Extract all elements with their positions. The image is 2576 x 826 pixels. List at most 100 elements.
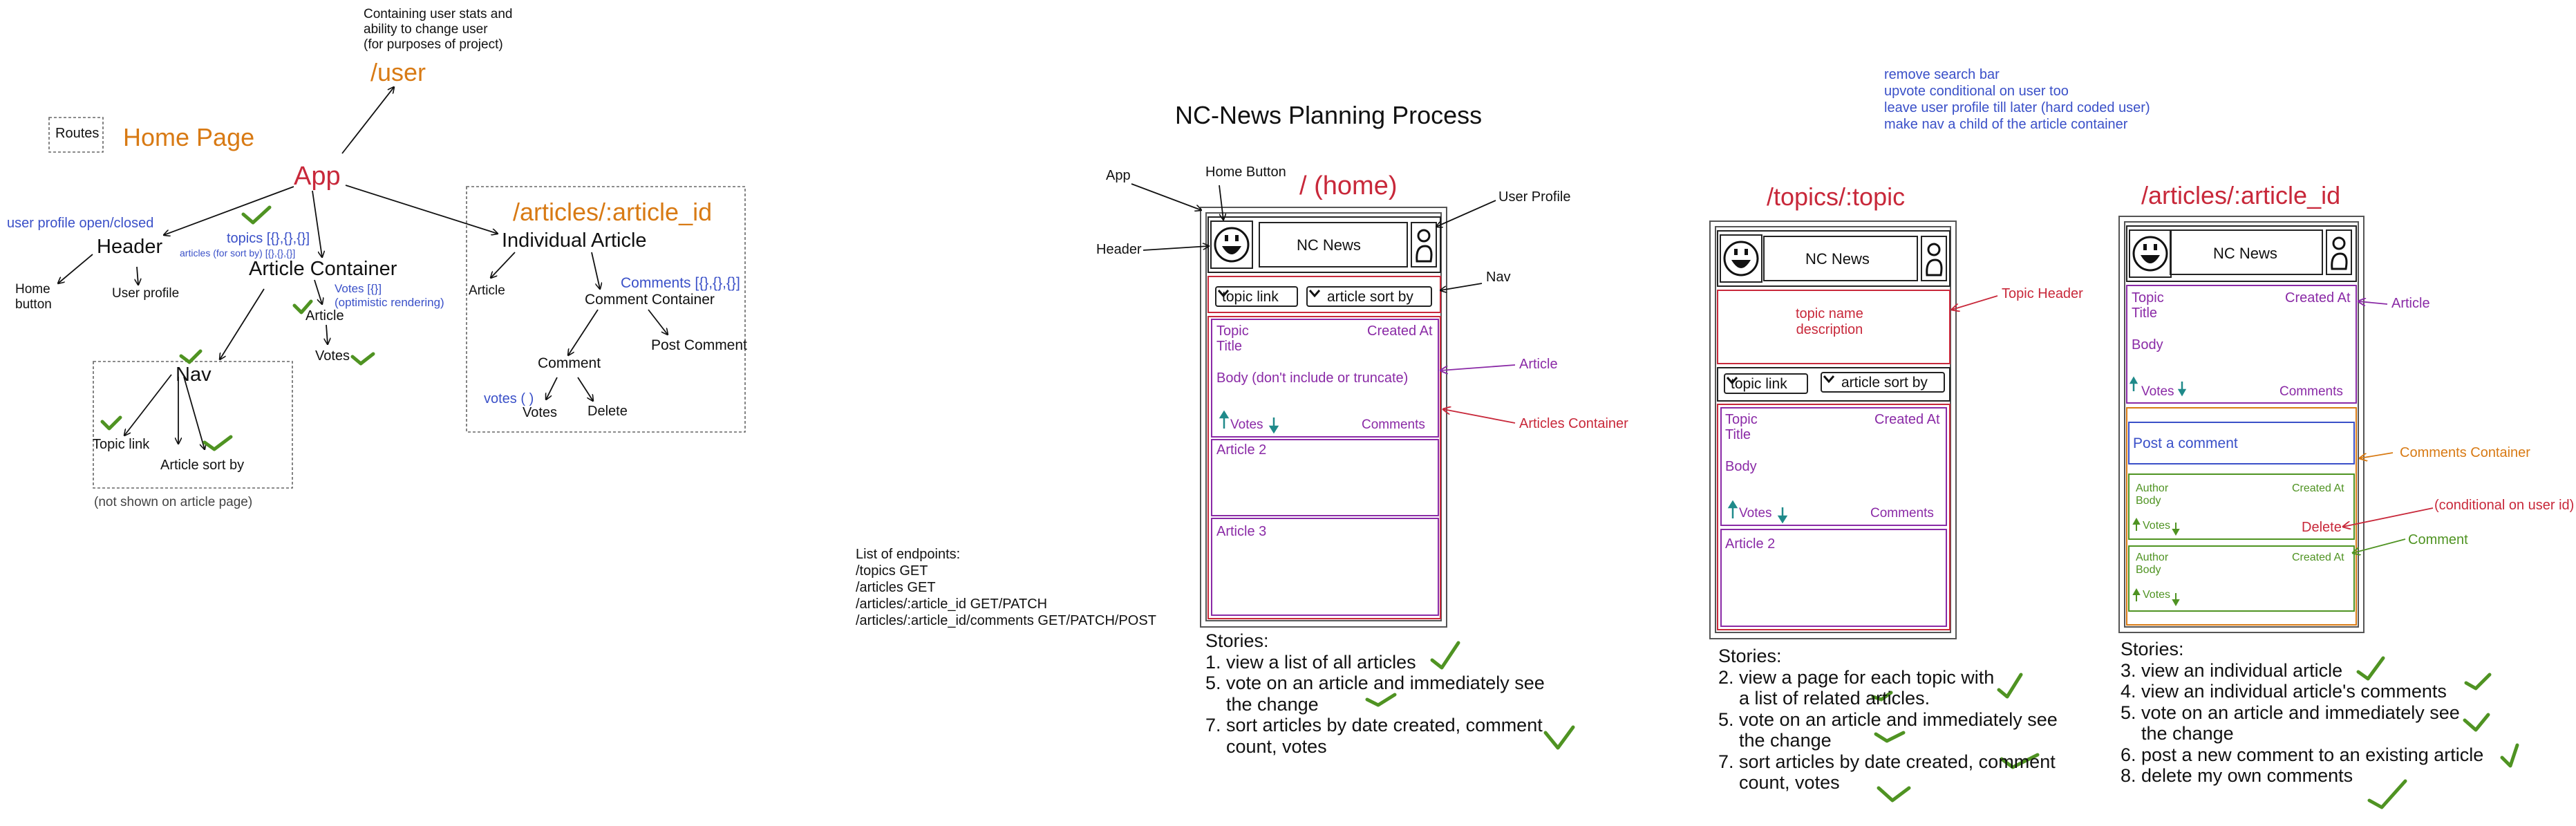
topics-stories: Stories: 2. view a page for each topic w… — [1718, 646, 2058, 793]
topics-card-comments[interactable]: Comments — [1870, 506, 1934, 520]
topics-brand[interactable]: NC News — [1805, 250, 1870, 267]
comment-2-created: Created At — [2292, 552, 2344, 563]
article-annotation-arrows — [1440, 301, 2388, 370]
home-route-label: / (home) — [1299, 171, 1398, 200]
article-page-card-created: Created At — [2285, 290, 2351, 306]
home-button-node: Home button — [15, 282, 52, 312]
comment-container-node: Comment Container — [585, 292, 715, 308]
home-sort-select[interactable]: article sort by — [1306, 286, 1432, 307]
ann-user-profile: User Profile — [1498, 189, 1571, 205]
comment-2-body: Body — [2136, 564, 2161, 576]
header-node: Header — [97, 236, 163, 258]
article-page-card-body: Body — [2132, 337, 2163, 353]
votes-node: Votes — [315, 348, 350, 364]
ia-article-node: Article — [469, 283, 505, 298]
ann-home-button: Home Button — [1205, 165, 1286, 180]
topics-card-body: Body — [1725, 459, 1757, 474]
topics-article-2[interactable]: Article 2 — [1725, 536, 1776, 552]
routes-legend-frame — [48, 117, 104, 153]
home-card-title: Title — [1216, 339, 1243, 354]
ann-app: App — [1106, 168, 1131, 183]
chevron-down-icon — [1726, 377, 1738, 385]
post-comment-input[interactable]: Post a comment — [2133, 435, 2238, 451]
article-sort-by-node: Article sort by — [160, 458, 245, 473]
chevron-down-icon — [1308, 290, 1321, 298]
ann-comments-container: Comments Container — [2400, 445, 2530, 460]
chevron-down-icon — [1823, 375, 1835, 384]
comment-1-delete-button[interactable]: Delete — [2302, 520, 2342, 535]
comment-2-author: Author — [2136, 552, 2169, 563]
ann-comment: Comment — [2408, 532, 2468, 547]
vote-arrows — [1219, 376, 2187, 524]
check-marks — [100, 205, 2519, 809]
home-card-votes[interactable]: Votes — [1230, 417, 1263, 432]
topics-sort-select[interactable]: article sort by — [1821, 372, 1945, 393]
home-article-3[interactable]: Article 3 — [1216, 524, 1267, 539]
topics-card-votes[interactable]: Votes — [1739, 506, 1772, 520]
articles-sort-note: articles (for sort by) [{},{},{}] — [180, 247, 296, 259]
article-page-card-topic: Topic — [2132, 290, 2164, 306]
topics-topic-select[interactable]: topic link — [1724, 373, 1808, 394]
article-page-card-title: Title — [2132, 306, 2158, 321]
wireframe-annotation-arrows — [1131, 183, 1496, 290]
smiley-icon — [1214, 227, 2168, 276]
article-node: Article — [305, 308, 344, 323]
topics-card-title: Title — [1725, 427, 1751, 442]
article-route-label: /articles/:article_id — [513, 198, 713, 226]
votes-call-note: votes ( ) — [484, 391, 534, 406]
delete-node: Delete — [587, 404, 628, 419]
comments-container-arrow — [2360, 452, 2394, 458]
individual-article-node: Individual Article — [502, 229, 647, 252]
topics-sort-select-label: article sort by — [1841, 375, 1928, 391]
user-route-note: Containing user stats and ability to cha… — [364, 7, 513, 52]
ann-articles-container: Articles Container — [1519, 416, 1628, 431]
page-title: NC-News Planning Process — [1175, 101, 1483, 129]
ann-conditional: (conditional on user id) — [2434, 498, 2575, 513]
app-node: App — [294, 162, 341, 191]
topics-note: topics [{},{},{}] — [227, 231, 310, 246]
not-shown-note: (not shown on article page) — [94, 495, 253, 509]
article-wireframe — [2118, 216, 2365, 633]
ann-article: Article — [1519, 357, 1558, 372]
article-page-card-comments: Comments — [2279, 384, 2343, 399]
home-article-2[interactable]: Article 2 — [1216, 442, 1267, 458]
nav-group-frame — [93, 361, 293, 489]
topic-link-node: Topic link — [93, 437, 150, 452]
home-card-comments[interactable]: Comments — [1362, 417, 1425, 432]
home-topic-select-label: topic link — [1222, 289, 1279, 305]
topics-wireframe — [1709, 220, 1957, 639]
ann-header: Header — [1096, 242, 1142, 257]
home-card-topic: Topic — [1216, 323, 1249, 339]
ann-nav: Nav — [1486, 270, 1511, 285]
home-stories: Stories: 1. view a list of all articles … — [1205, 630, 1545, 757]
home-topic-select[interactable]: topic link — [1215, 286, 1298, 307]
comment-1-votes[interactable]: Votes — [2143, 520, 2171, 532]
comment-1-body: Body — [2136, 495, 2161, 507]
comment-2-votes[interactable]: Votes — [2143, 589, 2171, 601]
user-profile-icon — [1416, 229, 2348, 276]
todo-notes: remove search bar upvote conditional on … — [1884, 67, 2150, 132]
user-route-label: /user — [370, 58, 426, 86]
home-card-body: Body (don't include or truncate) — [1216, 370, 1409, 386]
topics-card-topic: Topic — [1725, 412, 1758, 427]
votes-note: Votes [{}] (optimistic rendering) — [335, 282, 444, 309]
article-container-node: Article Container — [249, 258, 397, 280]
comment-1-created: Created At — [2292, 482, 2344, 494]
comments-note: Comments [{},{},{}] — [621, 275, 740, 291]
ann-topic-header: Topic Header — [2002, 286, 2083, 301]
home-brand[interactable]: NC News — [1297, 236, 1361, 254]
article-page-card-votes[interactable]: Votes — [2141, 384, 2174, 399]
article-page-brand[interactable]: NC News — [2213, 245, 2277, 262]
topics-topic-select-label: topic link — [1731, 376, 1787, 392]
comment-vote-arrows — [2132, 517, 2180, 607]
user-profile-note: user profile open/closed — [7, 216, 154, 231]
comment-node: Comment — [538, 355, 601, 371]
article-page-stories: Stories: 3. view an individual article 4… — [2121, 639, 2484, 786]
tree-arrows — [58, 87, 668, 449]
smiley-features — [1222, 235, 2160, 268]
home-card-created: Created At — [1367, 323, 1433, 339]
home-page-label: Home Page — [123, 123, 255, 151]
topic-header-text: topic name description — [1796, 306, 1863, 337]
